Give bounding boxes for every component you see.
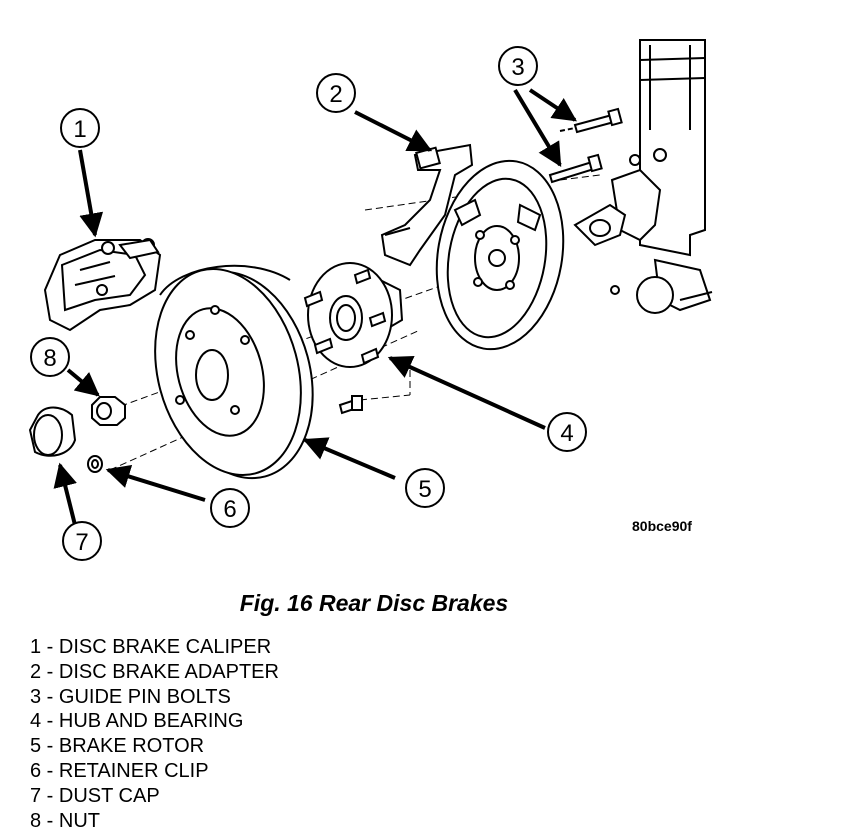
nut — [91, 396, 126, 426]
callout-4: 4 — [547, 412, 587, 452]
svg-text:7: 7 — [75, 529, 88, 556]
callout-6: 6 — [210, 488, 250, 528]
svg-text:8: 8 — [43, 345, 56, 372]
strut-knuckle-assembly — [573, 39, 713, 314]
disc-brake-adapter — [380, 143, 474, 267]
callout-1: 1 — [60, 108, 100, 148]
guide-pin-bolts — [548, 107, 623, 184]
exploded-brake-diagram: 1 2 3 4 5 6 7 8 — [28, 39, 713, 561]
svg-text:4: 4 — [560, 420, 573, 447]
svg-text:6: 6 — [223, 496, 236, 523]
legend-item-5: 5 - BRAKE ROTOR — [30, 735, 205, 758]
wheel-studs — [303, 268, 387, 365]
callout-7: 7 — [62, 521, 102, 561]
svg-text:5: 5 — [418, 476, 431, 503]
legend-item-7: 7 - DUST CAP — [30, 784, 160, 807]
retainer-clip — [87, 455, 103, 473]
callout-2: 2 — [316, 73, 356, 113]
disc-brake-caliper — [43, 238, 162, 332]
dust-cap — [28, 406, 77, 457]
legend-item-3: 3 - GUIDE PIN BOLTS — [30, 685, 231, 708]
guide-pin-bolt-upper — [559, 107, 623, 134]
callout-arrows — [53, 88, 577, 526]
figure-code: 80bce90f — [632, 518, 692, 534]
figure-caption: Fig. 16 Rear Disc Brakes — [239, 590, 509, 616]
parts-legend: 1 - DISC BRAKE CALIPER 2 - DISC BRAKE AD… — [30, 635, 279, 833]
svg-text:3: 3 — [511, 54, 524, 81]
legend-item-4: 4 - HUB AND BEARING — [30, 710, 244, 733]
callout-8: 8 — [30, 337, 70, 377]
brake-rotor — [154, 264, 314, 480]
legend-item-1: 1 - DISC BRAKE CALIPER — [30, 636, 272, 658]
callout-5: 5 — [405, 468, 445, 508]
legend-item-2: 2 - DISC BRAKE ADAPTER — [30, 660, 279, 683]
legend-item-6: 6 - RETAINER CLIP — [30, 759, 209, 782]
guide-pin-bolt-lower — [548, 153, 603, 184]
callout-3: 3 — [498, 46, 538, 86]
splash-shield — [435, 159, 565, 351]
svg-text:2: 2 — [329, 81, 342, 108]
hub-and-bearing — [303, 262, 404, 415]
svg-text:1: 1 — [73, 116, 86, 143]
legend-item-8: 8 - NUT — [30, 809, 100, 832]
hub-mounting-bolt — [338, 395, 363, 415]
